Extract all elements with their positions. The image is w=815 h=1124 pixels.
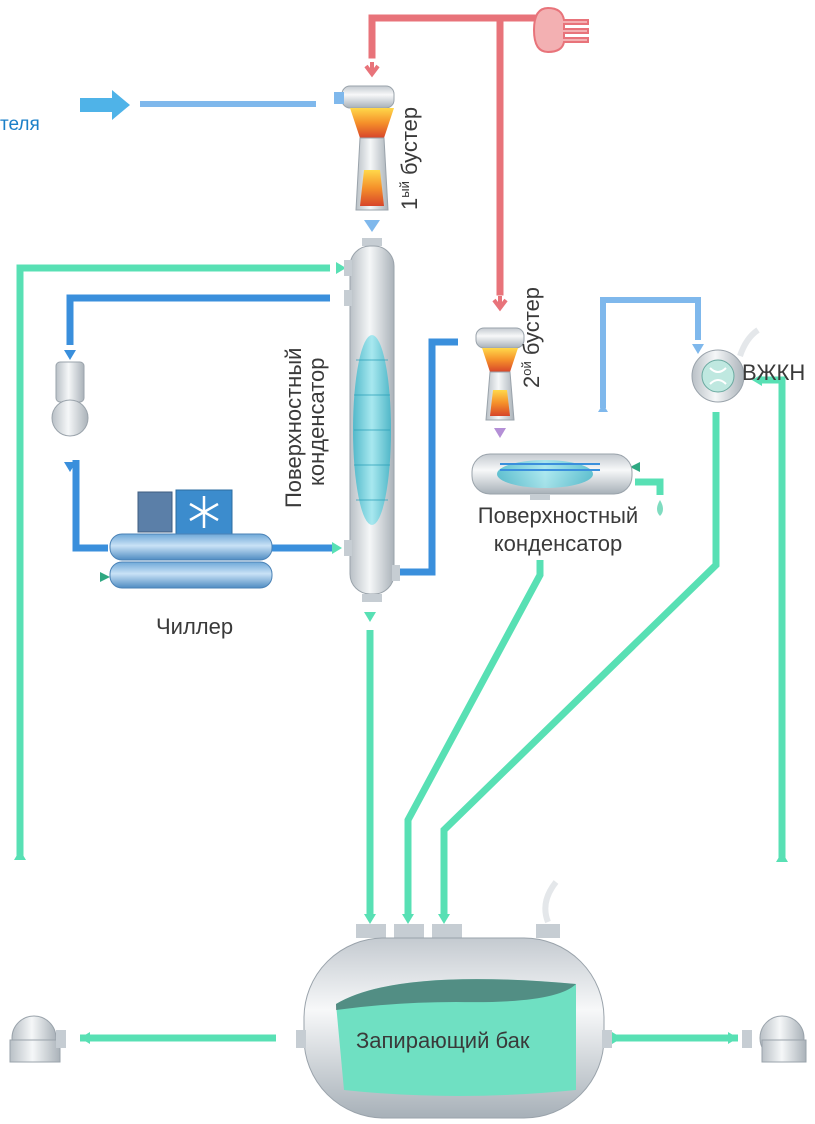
surface-condenser-2 bbox=[471, 404, 663, 516]
flow-arrow-icon bbox=[14, 262, 788, 1044]
sealing-tank bbox=[296, 880, 612, 1119]
booster-2-number: 2 bbox=[519, 375, 544, 388]
snowflake-icon bbox=[189, 496, 219, 528]
chilled-water-lines bbox=[66, 294, 458, 576]
booster-2-label: 2ой бустер bbox=[519, 286, 544, 388]
condenser-1-line1: Поверхностный bbox=[281, 347, 306, 508]
chiller-label: Чиллер bbox=[156, 614, 234, 639]
tank-label: Запирающий бак bbox=[356, 1028, 530, 1053]
pump-icon bbox=[9, 1015, 66, 1063]
pump-icon bbox=[51, 350, 89, 472]
condenser-1-line2: конденсатор bbox=[304, 357, 330, 486]
condenser-2-line2: конденсатор bbox=[493, 531, 623, 556]
pump-icon bbox=[742, 1015, 807, 1063]
condenser-1-label: Поверхностный конденсатор bbox=[281, 347, 330, 508]
source-label: теля bbox=[0, 114, 40, 135]
booster-2-suffix: ой bbox=[519, 361, 534, 376]
booster-1-word: бустер bbox=[397, 106, 422, 176]
steam-lines bbox=[368, 14, 544, 296]
condenser-2-line1: Поверхностный bbox=[477, 503, 639, 528]
inlet-arrow-icon bbox=[80, 90, 130, 120]
steam-generator-icon bbox=[532, 6, 589, 54]
booster-2-word: бустер bbox=[519, 286, 544, 356]
condenser-2-label: Поверхностный конденсатор bbox=[468, 505, 648, 555]
vzhkn-label: ВЖКН bbox=[742, 360, 806, 385]
seal-liquid-lines bbox=[16, 264, 786, 1042]
liquid-ring-pump bbox=[691, 327, 760, 403]
inlet-line bbox=[140, 101, 701, 408]
chiller bbox=[109, 489, 273, 589]
surface-condenser-1 bbox=[344, 238, 400, 602]
booster-1-suffix: ый bbox=[397, 181, 412, 198]
booster-1-label: 1ый бустер bbox=[397, 106, 422, 210]
booster-1-ejector bbox=[334, 62, 395, 232]
booster-1-number: 1 bbox=[397, 197, 422, 210]
booster-2-ejector bbox=[475, 296, 525, 438]
